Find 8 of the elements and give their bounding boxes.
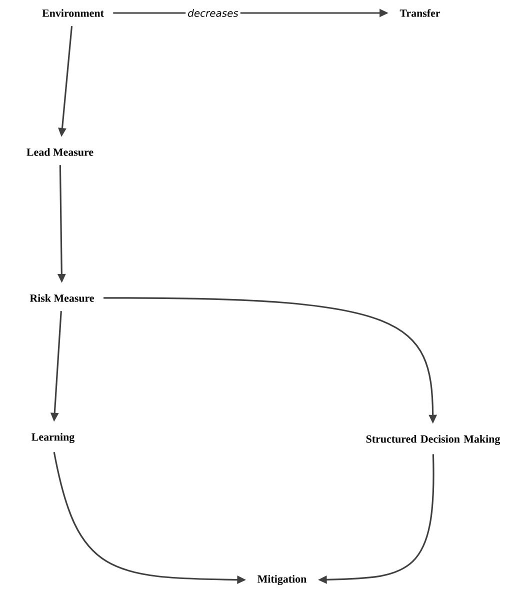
node-label: Transfer: [400, 9, 440, 17]
node-label: Mitigation: [258, 575, 306, 586]
node-label: Environment: [42, 9, 104, 17]
node-label: Lead Measure: [26, 148, 94, 156]
node-label: Structured Decision Making: [366, 435, 500, 446]
node-label: Risk Measure: [30, 294, 94, 302]
node-label: Learning: [32, 433, 74, 444]
edge-label: decreases: [186, 7, 240, 19]
